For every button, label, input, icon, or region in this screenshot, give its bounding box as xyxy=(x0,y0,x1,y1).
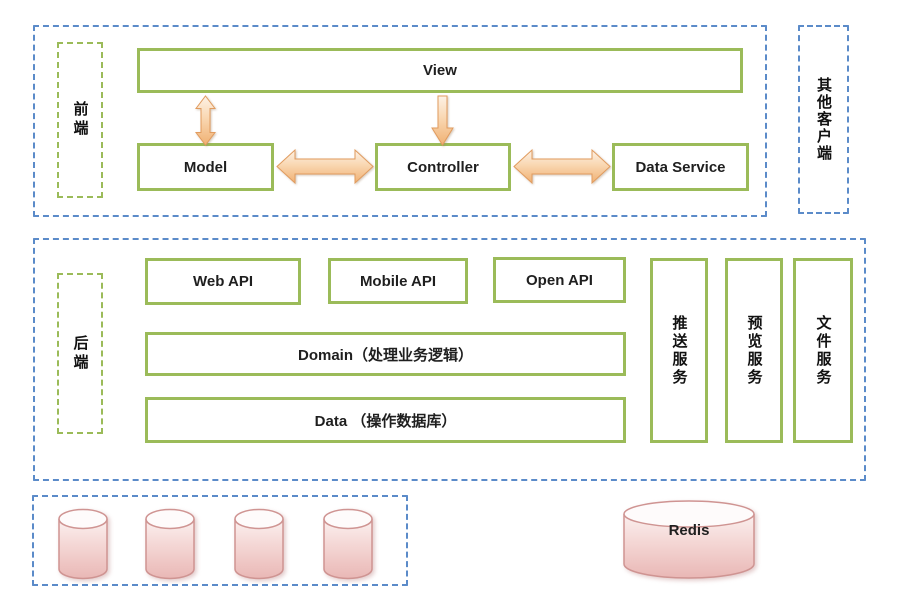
data-service-box: Data Service xyxy=(612,143,749,191)
preview-service-label: 预览服务 xyxy=(745,314,763,387)
domain-layer-box: Domain（处理业务逻辑） xyxy=(145,332,626,376)
backend-label: 后端 xyxy=(71,334,89,373)
data-service-label: Data Service xyxy=(635,158,726,176)
data-layer-label: Data （操作数据库） xyxy=(314,412,457,430)
open-api-label: Open API xyxy=(526,271,593,289)
view-box: View xyxy=(137,48,743,93)
push-service-label: 推送服务 xyxy=(670,314,688,387)
database-cylinder-icon xyxy=(233,508,285,580)
frontend-label: 前端 xyxy=(71,101,89,139)
view-label: View xyxy=(423,62,457,79)
web-api-label: Web API xyxy=(192,273,253,290)
push-service-box: 推送服务 xyxy=(650,258,708,443)
other-clients-box: 其他客户端 xyxy=(798,25,849,214)
controller-box: Controller xyxy=(375,143,511,191)
database-cylinder-icon xyxy=(322,508,374,580)
model-controller-double-arrow-icon xyxy=(276,148,374,185)
file-service-label: 文件服务 xyxy=(814,314,832,387)
web-api-box: Web API xyxy=(145,258,301,305)
database-cylinder-icon xyxy=(144,508,196,580)
database-section-container xyxy=(32,495,408,586)
controller-label: Controller xyxy=(407,158,479,176)
file-service-box: 文件服务 xyxy=(793,258,853,443)
model-label: Model xyxy=(183,158,228,176)
mobile-api-box: Mobile API xyxy=(328,258,468,304)
backend-label-box: 后端 xyxy=(57,273,103,434)
controller-dataservice-double-arrow-icon xyxy=(513,148,611,185)
preview-service-box: 预览服务 xyxy=(725,258,783,443)
redis-label: Redis xyxy=(668,522,710,539)
redis-cylinder: Redis xyxy=(623,500,755,580)
data-layer-box: Data （操作数据库） xyxy=(145,397,626,443)
database-cylinder-icon xyxy=(57,508,109,580)
view-model-double-arrow-icon xyxy=(194,95,217,146)
mobile-api-label: Mobile API xyxy=(359,272,437,290)
model-box: Model xyxy=(137,143,274,191)
frontend-label-box: 前端 xyxy=(57,42,103,198)
view-controller-down-arrow-icon xyxy=(431,95,454,146)
frontend-section-container xyxy=(33,25,767,217)
other-clients-label: 其他客户端 xyxy=(815,77,832,162)
backend-section-container xyxy=(33,238,866,481)
open-api-box: Open API xyxy=(493,257,626,303)
domain-layer-label: Domain（处理业务逻辑） xyxy=(297,346,473,364)
